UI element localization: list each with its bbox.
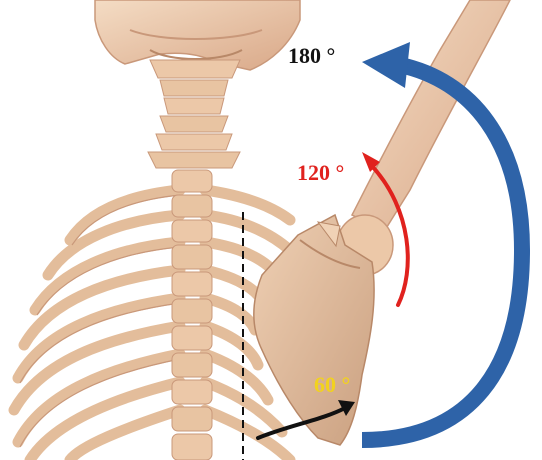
angle-label-180: 180 ° <box>288 45 335 67</box>
thoracic-spine <box>172 170 212 460</box>
angle-label-120: 120 ° <box>297 162 344 184</box>
humerus <box>337 0 510 275</box>
cervical-spine <box>148 60 240 168</box>
angle-label-60: 60 ° <box>314 374 350 396</box>
rib-cage <box>14 190 180 460</box>
